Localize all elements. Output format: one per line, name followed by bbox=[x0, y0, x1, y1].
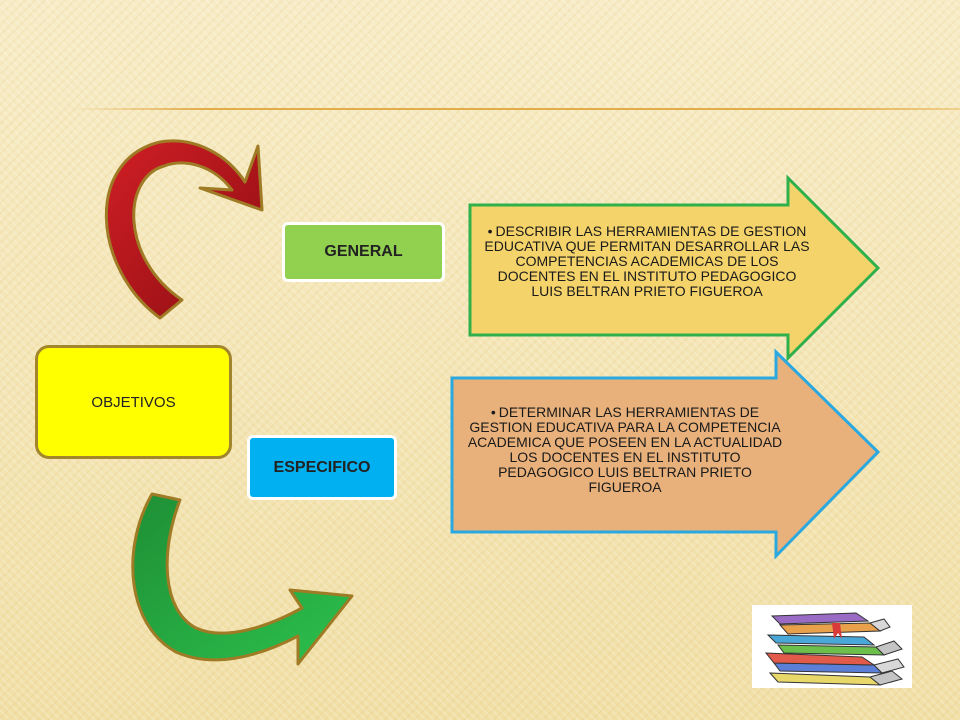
curved-arrow-red-icon bbox=[104, 139, 264, 320]
especifico-box: ESPECIFICO bbox=[247, 435, 397, 500]
general-box: GENERAL bbox=[282, 222, 445, 282]
objetivos-label: OBJETIVOS bbox=[91, 393, 176, 411]
books-stack-icon bbox=[752, 605, 912, 688]
decorative-top-line bbox=[70, 108, 960, 110]
general-label: GENERAL bbox=[324, 243, 403, 260]
especifico-label: ESPECIFICO bbox=[273, 458, 371, 476]
objetivos-box: OBJETIVOS bbox=[35, 345, 232, 459]
general-objective-text: DESCRIBIR LAS HERRAMIENTAS DE GESTION ED… bbox=[484, 224, 810, 299]
especifico-objective-text: DETERMINAR LAS HERRAMIENTAS DE GESTION E… bbox=[460, 405, 790, 495]
curved-arrow-green-icon bbox=[131, 492, 354, 666]
